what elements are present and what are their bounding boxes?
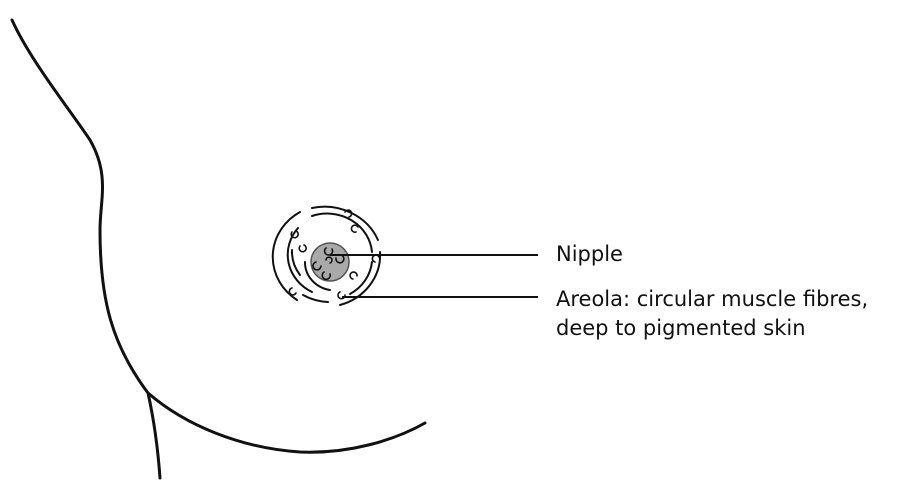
areola	[271, 205, 382, 306]
areola-inner-arc-2	[290, 249, 301, 276]
areolar-gland	[371, 254, 380, 263]
areola-middle-arc-left	[286, 227, 313, 293]
areolar-gland	[290, 230, 299, 239]
areola-middle-arc-top	[311, 212, 373, 253]
nipple-duct	[312, 261, 322, 271]
areola-label-line-1: Areola: circular muscle fibres,	[556, 287, 869, 311]
nipple-duct	[335, 254, 345, 264]
nipple-duct	[325, 256, 333, 264]
areola-outer-arc-left	[271, 211, 301, 301]
areolar-gland	[350, 224, 359, 233]
areola-outer-arc-bottom	[302, 294, 329, 303]
areolar-gland	[298, 244, 307, 253]
nipple-body	[310, 242, 350, 282]
inframammary-line	[146, 391, 162, 480]
areolar-glands	[288, 209, 380, 300]
areola-middle-arc-right	[349, 261, 373, 295]
areola-inner-arc	[303, 261, 331, 291]
nipple-label: Nipple	[556, 242, 623, 266]
breast-outline	[10, 18, 427, 454]
nipple-duct	[323, 247, 334, 256]
areola-label-line-2: deep to pigmented skin	[556, 316, 806, 340]
areolar-gland	[344, 209, 353, 218]
areola-outer-arc-right	[339, 251, 382, 306]
areola-label: Areola: circular muscle fibres, deep to …	[556, 285, 868, 343]
areolar-gland	[349, 271, 358, 280]
areolar-gland	[288, 287, 297, 296]
nipple	[310, 242, 350, 282]
nipple-duct	[321, 271, 332, 281]
